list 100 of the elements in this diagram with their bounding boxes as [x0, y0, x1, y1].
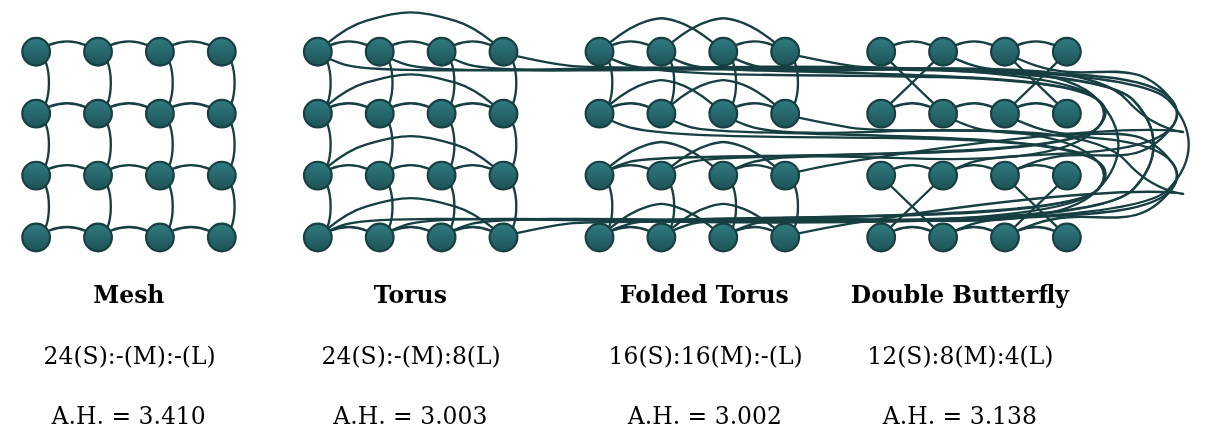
connector: [511, 61, 517, 104]
node-circle: [488, 98, 518, 129]
connector: [954, 40, 993, 47]
connector: [449, 61, 456, 104]
connector: [611, 164, 649, 171]
node-circle: [488, 160, 518, 191]
connector: [167, 123, 174, 166]
connector: [329, 102, 368, 109]
connector: [670, 79, 775, 106]
connector: [608, 79, 713, 106]
connector: [892, 40, 931, 47]
node-circle: [426, 36, 457, 67]
connector: [391, 102, 430, 109]
node-circle: [82, 222, 113, 253]
connector: [453, 102, 492, 109]
connector: [670, 202, 775, 229]
label: A.H. = 3.002: [627, 401, 782, 430]
node-circle: [302, 160, 333, 191]
node-circle: [302, 98, 333, 129]
node-circle: [645, 98, 676, 129]
connector: [391, 164, 430, 171]
node-circle: [206, 222, 237, 253]
connector: [171, 225, 210, 232]
connector: [105, 185, 112, 228]
connector: [511, 185, 517, 228]
label: Torus: [373, 281, 447, 310]
node-circle: [707, 160, 738, 191]
connector: [44, 185, 50, 228]
node-circle: [20, 160, 51, 191]
connector: [449, 185, 456, 228]
connector: [167, 185, 174, 228]
connector: [670, 140, 775, 168]
connector: [670, 17, 775, 44]
connector: [171, 164, 210, 171]
node-circle: [707, 222, 738, 253]
connector: [731, 61, 737, 104]
connector: [607, 185, 613, 228]
connector: [329, 40, 368, 47]
connector: [109, 40, 148, 47]
node-circle: [206, 36, 237, 67]
connector: [669, 185, 675, 228]
connector: [167, 61, 174, 104]
label: A.H. = 3.003: [332, 401, 487, 430]
node-circle: [488, 222, 518, 253]
connector: [47, 40, 86, 47]
connector: [607, 61, 613, 104]
connector: [44, 61, 50, 104]
connector: [327, 11, 494, 44]
connector: [105, 123, 112, 166]
connector: [47, 225, 86, 232]
connector: [453, 40, 492, 47]
connector: [734, 225, 773, 232]
node-circle: [769, 222, 800, 253]
label: 24(S):-(M):-(L): [43, 342, 216, 370]
connector: [44, 123, 50, 166]
label: 24(S):-(M):8(L): [321, 342, 501, 370]
label: 16(S):16(M):-(L): [608, 342, 803, 370]
connector: [171, 40, 210, 47]
node-circle: [364, 36, 395, 67]
connector: [449, 123, 456, 166]
node-circle: [584, 222, 614, 253]
connector: [387, 61, 394, 104]
connector: [611, 102, 649, 109]
connector: [47, 102, 86, 109]
node-circle: [364, 160, 395, 191]
connector: [611, 40, 649, 47]
connector: [387, 185, 394, 228]
node-circle: [645, 160, 676, 191]
connector: [229, 123, 236, 166]
connector: [391, 225, 430, 232]
node-circle: [364, 222, 395, 253]
node-circle: [364, 98, 395, 129]
node-circle: [645, 36, 676, 67]
connector: [109, 102, 148, 109]
connector: [453, 164, 492, 171]
node-circle: [426, 160, 457, 191]
node-circle: [769, 98, 800, 129]
connector: [453, 225, 492, 232]
connector: [229, 185, 236, 228]
connector: [109, 225, 148, 232]
connector: [109, 164, 148, 171]
node-circle: [488, 36, 518, 67]
node-circle: [707, 36, 738, 67]
label: 12(S):8(M):4(L): [866, 342, 1053, 370]
connector: [325, 185, 332, 228]
connector: [325, 123, 332, 166]
node-circle: [426, 222, 457, 253]
node-circle: [82, 160, 113, 191]
node-circle: [144, 98, 175, 129]
label: A.H. = 3.410: [51, 401, 206, 430]
node-circle: [584, 36, 614, 67]
label: Folded Torus: [619, 281, 789, 310]
node-circle: [20, 36, 51, 67]
connector: [329, 225, 368, 232]
connector: [1016, 40, 1055, 47]
node-circle: [302, 222, 333, 253]
connector: [608, 140, 713, 168]
connector: [391, 40, 430, 47]
connector: [171, 102, 210, 109]
connector: [608, 202, 713, 229]
